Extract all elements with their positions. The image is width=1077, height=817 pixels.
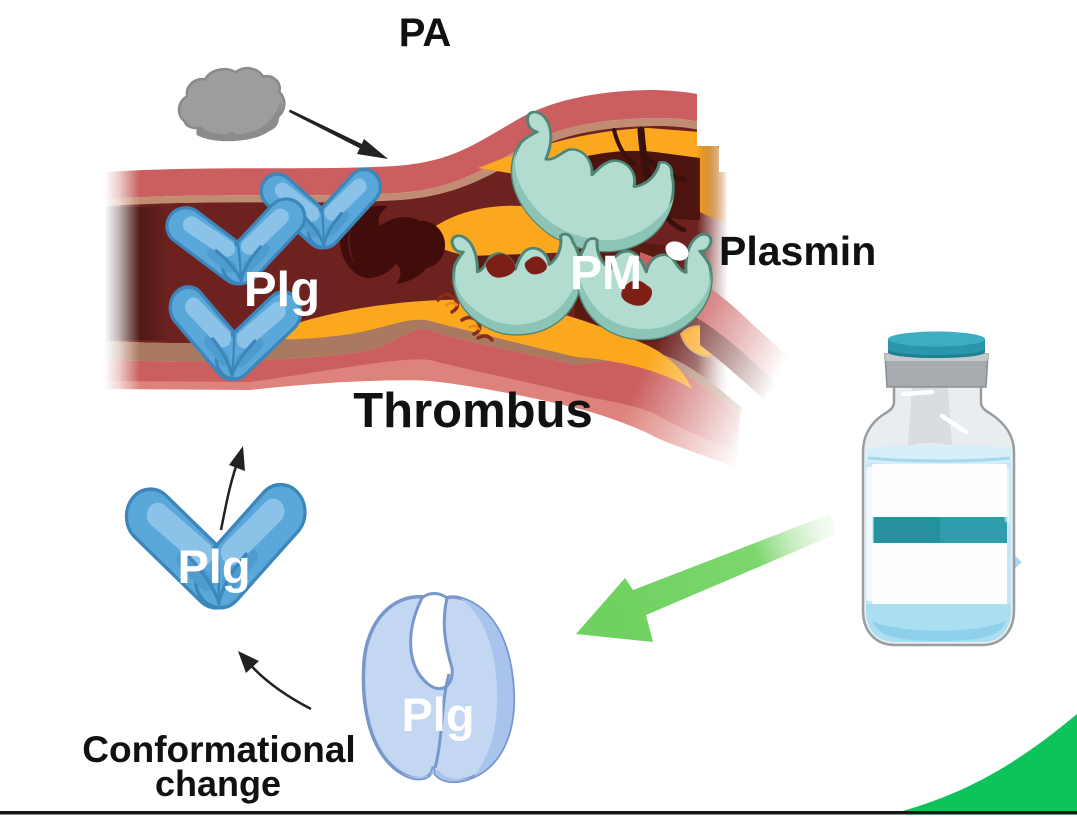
svg-text:Plg: Plg [244,263,320,317]
svg-text:Plasmin: Plasmin [719,228,876,274]
svg-text:Conformational: Conformational [82,729,355,770]
svg-text:Plg: Plg [177,540,250,593]
svg-text:PA: PA [399,11,452,55]
svg-text:change: change [155,763,281,804]
svg-text:Thrombus: Thrombus [353,384,593,438]
svg-text:Plg: Plg [401,688,474,741]
svg-text:PM: PM [570,247,642,300]
